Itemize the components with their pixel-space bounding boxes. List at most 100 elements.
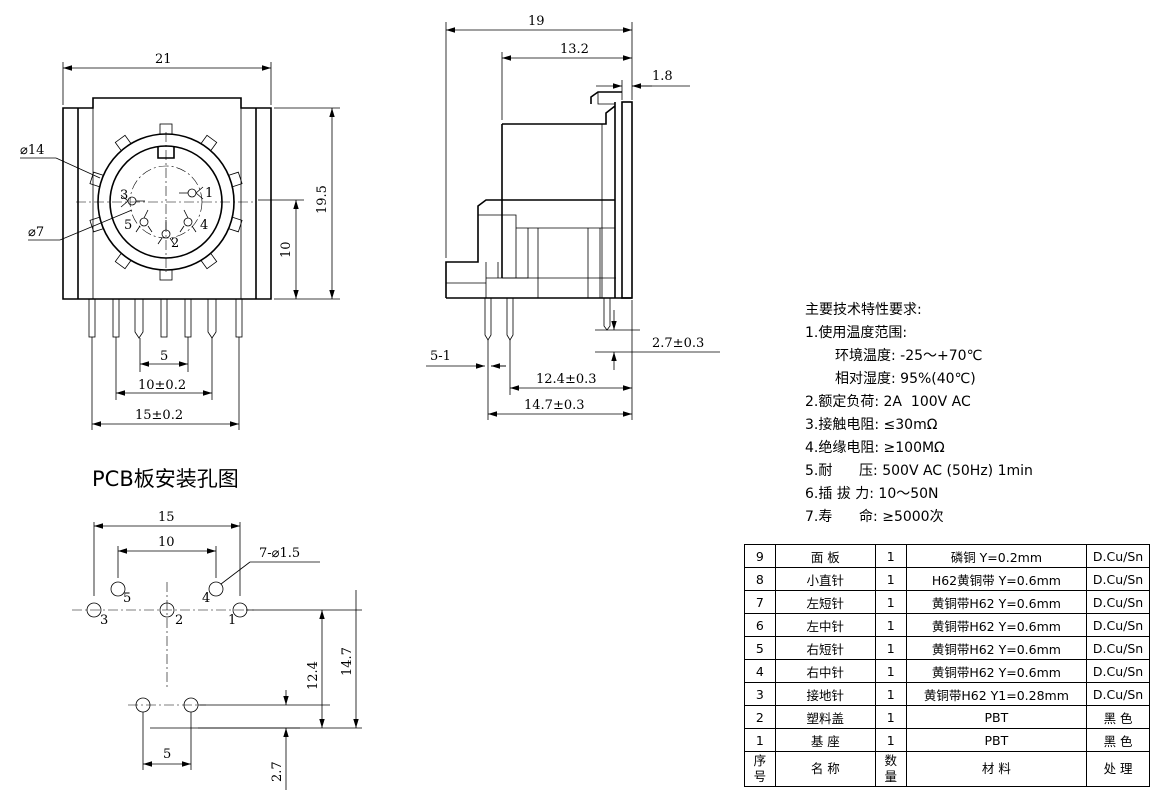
- dim-10-tol: 10±0.2: [138, 378, 186, 393]
- din-gear-ring: [76, 123, 256, 281]
- dim-dia-14: ⌀14: [20, 143, 44, 158]
- cell-no: 8: [744, 567, 776, 591]
- pcb-holes-note: 7-⌀1.5: [259, 546, 300, 561]
- spec-heading: 主要技术特性要求:: [805, 302, 922, 318]
- dim-21: 21: [155, 52, 172, 67]
- pcb-dim-2-7: 2.7: [270, 761, 285, 782]
- header-qty: 数量: [874, 751, 907, 787]
- cell-name: 左短针: [774, 590, 876, 614]
- cell-material: 黄铜带H62 Y=0.6mm: [905, 659, 1088, 683]
- pcb-hole-4: [208, 581, 224, 597]
- spec-item: 相对湿度: 95%(40℃): [835, 371, 976, 387]
- dim-14-7-tol: 14.7±0.3: [524, 398, 585, 413]
- cell-no: 9: [744, 544, 776, 568]
- side-view: 19 13.2 1.8 5-1 2.7±0.3 12.4±0.3 14.7±0.…: [426, 14, 720, 420]
- cell-name: 基 座: [774, 728, 876, 752]
- spec-item: 3.接触电阻: ≤30mΩ: [805, 417, 938, 433]
- cell-material: PBT: [905, 728, 1088, 752]
- table-row: 8 小直针 1 H62黄铜带 Y=0.6mm D.Cu/Sn: [744, 567, 1150, 591]
- contact-4: [179, 209, 197, 233]
- cell-name: 右中针: [774, 659, 876, 683]
- pcb-pin-label: 1: [228, 613, 236, 628]
- cell-finish: D.Cu/Sn: [1086, 590, 1150, 614]
- table-row: 1 基 座 1 PBT 黑 色: [744, 728, 1150, 752]
- spec-item: 7.寿 命: ≥5000次: [805, 509, 944, 525]
- cell-material: 黄铜带H62 Y=0.6mm: [905, 636, 1088, 660]
- dim-15-tol: 15±0.2: [135, 408, 183, 423]
- table-row: 5 右短针 1 黄铜带H62 Y=0.6mm D.Cu/Sn: [744, 636, 1150, 660]
- dim-10: 10: [279, 241, 294, 258]
- cell-name: 塑料盖: [774, 705, 876, 729]
- dim-19-5: 19.5: [315, 185, 330, 214]
- table-row: 7 左短针 1 黄铜带H62 Y=0.6mm D.Cu/Sn: [744, 590, 1150, 614]
- pcb-dim-12-4: 12.4: [306, 661, 321, 690]
- cell-material: 磷铜 Y=0.2mm: [905, 544, 1088, 568]
- pcb-title: PCB板安装孔图: [92, 467, 239, 491]
- table-row: 9 面 板 1 磷铜 Y=0.2mm D.Cu/Sn: [744, 544, 1150, 568]
- pcb-dim-15: 15: [158, 510, 175, 525]
- cell-qty: 1: [874, 636, 907, 660]
- cell-no: 5: [744, 636, 776, 660]
- pin-label: 2: [171, 236, 179, 251]
- cell-qty: 1: [874, 567, 907, 591]
- table-row: 2 塑料盖 1 PBT 黑 色: [744, 705, 1150, 729]
- cell-no: 3: [744, 682, 776, 706]
- spec-item: 5.耐 压: 500V AC (50Hz) 1min: [805, 463, 1033, 479]
- cell-finish: D.Cu/Sn: [1086, 613, 1150, 637]
- header-material: 材 料: [905, 751, 1088, 787]
- cell-no: 4: [744, 659, 776, 683]
- table-row: 3 接地针 1 黄铜带H62 Y1=0.28mm D.Cu/Sn: [744, 682, 1150, 706]
- spec-item: 1.使用温度范围:: [805, 325, 908, 341]
- parts-table: 9 面 板 1 磷铜 Y=0.2mm D.Cu/Sn 8 小直针 1 H62黄铜…: [744, 544, 1150, 787]
- dim-12-4-tol: 12.4±0.3: [536, 372, 597, 387]
- cell-no: 7: [744, 590, 776, 614]
- dim-1-8: 1.8: [652, 69, 673, 84]
- cell-qty: 1: [874, 544, 907, 568]
- front-view: 3 1 5 4 2 21 ⌀14 ⌀7 19.5 10 5: [20, 52, 340, 430]
- spec-list: 主要技术特性要求: 1.使用温度范围: 环境温度: -25～+70℃ 相对湿度:…: [805, 299, 1033, 529]
- contact-3: [120, 194, 145, 208]
- pin-label: 5: [124, 218, 132, 233]
- dim-dia-7: ⌀7: [28, 225, 44, 240]
- pcb-dim-10: 10: [158, 535, 175, 550]
- cell-material: 黄铜带H62 Y=0.6mm: [905, 590, 1088, 614]
- pin-label: 4: [200, 218, 208, 233]
- cell-name: 面 板: [774, 544, 876, 568]
- cell-name: 接地针: [774, 682, 876, 706]
- pin-label: 3: [120, 188, 128, 203]
- spec-item: 6.插 拔 力: 10～50N: [805, 486, 939, 502]
- cell-finish: D.Cu/Sn: [1086, 636, 1150, 660]
- table-header-row: 序号 名 称 数量 材 料 处 理: [744, 751, 1150, 787]
- cell-material: 黄铜带H62 Y=0.6mm: [905, 613, 1088, 637]
- cell-finish: D.Cu/Sn: [1086, 682, 1150, 706]
- contact-1: [179, 186, 204, 200]
- cell-material: H62黄铜带 Y=0.6mm: [905, 567, 1088, 591]
- pcb-pin-label: 5: [123, 591, 131, 606]
- pin-label: 1: [205, 186, 213, 201]
- spec-item: 环境温度: -25～+70℃: [835, 348, 983, 364]
- cell-finish: D.Cu/Sn: [1086, 659, 1150, 683]
- spec-item: 4.绝缘电阻: ≥100MΩ: [805, 440, 945, 456]
- table-row: 6 左中针 1 黄铜带H62 Y=0.6mm D.Cu/Sn: [744, 613, 1150, 637]
- dim-19: 19: [528, 14, 545, 29]
- cell-qty: 1: [874, 613, 907, 637]
- dim-13-2: 13.2: [560, 42, 589, 57]
- header-no: 序号: [744, 751, 776, 787]
- pcb-dim-5: 5: [163, 747, 171, 762]
- pcb-dim-14-7: 14.7: [340, 647, 355, 676]
- cell-finish: 黑 色: [1086, 705, 1150, 729]
- header-finish: 处 理: [1086, 751, 1150, 787]
- dim-5-1: 5-1: [430, 349, 451, 364]
- cell-qty: 1: [874, 590, 907, 614]
- spec-item: 2.额定负荷: 2A 100V AC: [805, 394, 971, 410]
- cell-no: 1: [744, 728, 776, 752]
- cell-qty: 1: [874, 728, 907, 752]
- dim-5: 5: [160, 349, 168, 364]
- contact-5: [135, 209, 153, 233]
- cell-name: 小直针: [774, 567, 876, 591]
- cell-qty: 1: [874, 659, 907, 683]
- contact-2: [157, 220, 175, 245]
- cell-material: PBT: [905, 705, 1088, 729]
- front-pins: [88, 298, 243, 339]
